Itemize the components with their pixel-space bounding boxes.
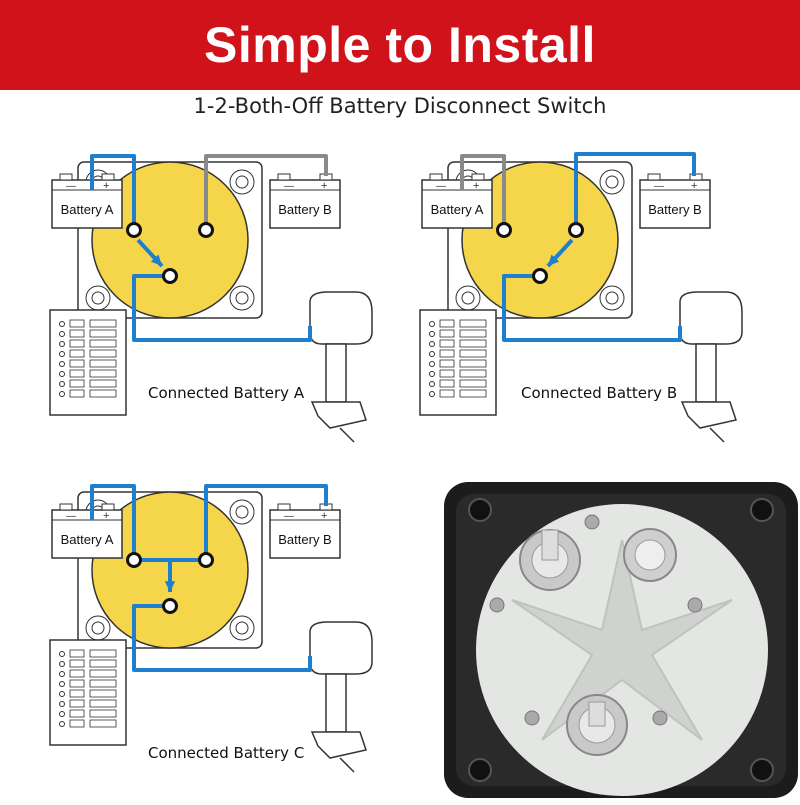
outboard-motor-icon [309,621,373,773]
svg-text:+: + [103,510,109,522]
terminal-icon [532,268,548,284]
fuse-panel-icon [49,309,127,416]
switch-icon [447,161,633,319]
terminal-stud-icon [566,694,628,756]
mount-hole-icon [468,758,492,782]
switch-photo [442,480,800,800]
arrow-icon [164,560,176,592]
terminal-icon [126,222,142,238]
battery-label: Battery A [61,532,114,547]
diagram-battery-a: — + Battery A — + Battery B [40,150,420,470]
page-subtitle: 1-2-Both-Off Battery Disconnect Switch [193,94,607,118]
svg-text:—: — [436,181,446,192]
battery-icon: — + Battery A [51,173,123,229]
page-title: Simple to Install [204,17,596,73]
svg-text:—: — [66,511,76,522]
caption-battery-c: Connected Battery C [148,744,305,762]
terminal-icon [568,222,584,238]
arrow-icon [546,238,574,268]
svg-text:—: — [66,181,76,192]
caption-battery-b: Connected Battery B [521,384,678,402]
title-banner: Simple to Install [0,0,800,90]
terminal-icon [162,268,178,284]
caption-battery-a: Connected Battery A [148,384,305,402]
svg-text:—: — [654,181,664,192]
terminal-icon [496,222,512,238]
terminal-stud-icon [519,529,581,591]
terminal-stud-icon [623,528,677,582]
battery-icon: — + Battery B [269,503,341,559]
terminal-icon [162,598,178,614]
terminal-icon [126,552,142,568]
battery-label: Battery A [61,202,114,217]
outboard-motor-icon [309,291,373,443]
battery-label: Battery B [278,532,331,547]
battery-icon: — + Battery B [639,173,711,229]
svg-text:+: + [321,180,327,192]
battery-icon: — + Battery B [269,173,341,229]
fuse-panel-icon [49,639,127,746]
diagram-battery-b: — + Battery A — + Battery B [410,150,790,470]
terminal-icon [198,222,214,238]
diagram-battery-both: — + Battery A — + Battery B [40,480,420,800]
battery-label: Battery B [648,202,701,217]
svg-text:—: — [284,181,294,192]
outboard-motor-icon [679,291,743,443]
svg-text:+: + [473,180,479,192]
battery-label: Battery A [431,202,484,217]
battery-icon: — + Battery A [51,503,123,559]
svg-text:—: — [284,511,294,522]
svg-text:+: + [691,180,697,192]
battery-icon: — + Battery A [421,173,493,229]
mount-hole-icon [750,758,774,782]
arrow-icon [136,238,164,268]
terminal-icon [198,552,214,568]
svg-text:+: + [321,510,327,522]
battery-label: Battery B [278,202,331,217]
mount-hole-icon [750,498,774,522]
switch-icon [77,161,263,319]
mount-hole-icon [468,498,492,522]
fuse-panel-icon [419,309,497,416]
svg-text:+: + [103,180,109,192]
